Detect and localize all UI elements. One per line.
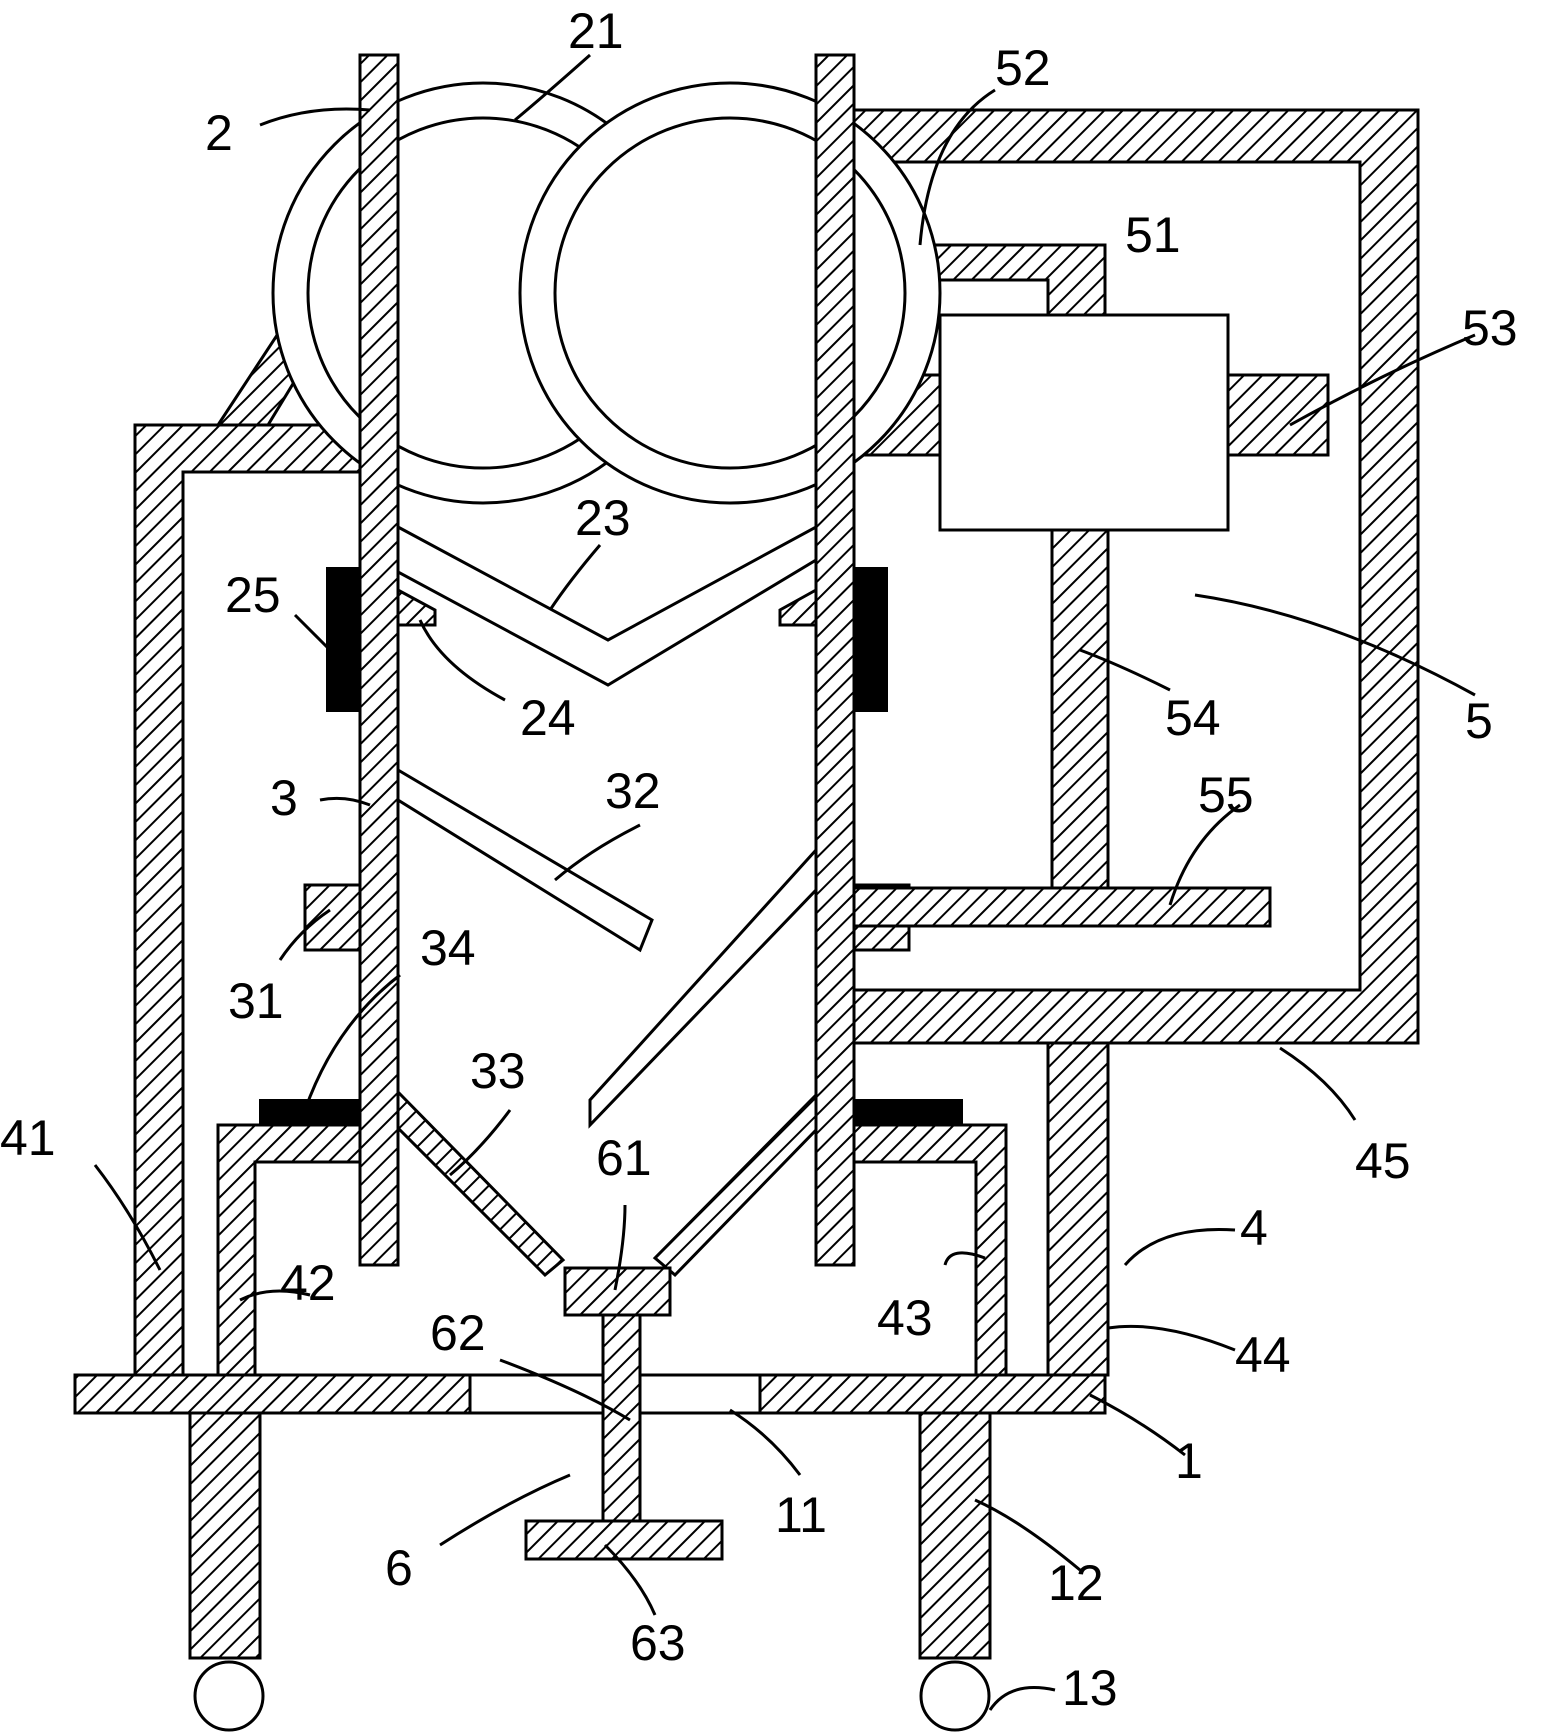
leader-24	[418, 619, 506, 702]
label-21: 21	[568, 3, 624, 59]
post-44	[1046, 1041, 1110, 1377]
gasket-34-left	[259, 1099, 361, 1126]
leader-44	[1107, 1324, 1236, 1352]
leader-53	[1289, 333, 1476, 427]
label-24: 24	[520, 690, 576, 746]
label-11: 11	[775, 1487, 827, 1543]
leader-52	[918, 88, 996, 246]
rod-62	[601, 1313, 642, 1523]
leader-54	[1079, 648, 1171, 692]
label-55: 55	[1198, 767, 1254, 823]
leader-12	[974, 1498, 1081, 1572]
leader-13	[988, 1686, 1056, 1711]
leader-45	[1279, 1046, 1357, 1121]
shaft-54	[1050, 528, 1110, 890]
leader-62	[499, 1358, 631, 1422]
leader-21	[514, 53, 591, 122]
leader-63	[603, 1543, 657, 1616]
label-43: 43	[877, 1290, 933, 1346]
leader-3	[319, 796, 371, 807]
base-plate-right	[758, 1373, 1107, 1415]
leader-42	[239, 1289, 311, 1302]
leg-right	[918, 1411, 992, 1660]
arm-55	[852, 886, 1272, 928]
label-62: 62	[430, 1305, 486, 1361]
bearing-24-left	[396, 587, 437, 627]
funnel-33-left	[396, 1088, 566, 1278]
leader-2	[259, 107, 371, 127]
leader-4	[1123, 1227, 1236, 1266]
leg-left	[188, 1411, 262, 1660]
plate-63	[524, 1519, 724, 1561]
leader-6	[439, 1473, 571, 1547]
label-25: 25	[225, 567, 281, 623]
support-42	[216, 1123, 362, 1377]
label-53: 53	[1462, 300, 1518, 356]
label-33: 33	[470, 1043, 526, 1099]
base-plate-left	[73, 1373, 472, 1415]
leader-31	[278, 908, 331, 961]
gasket-34-right	[853, 1099, 963, 1126]
seal-25-right	[853, 567, 888, 712]
bearing-24-right	[778, 587, 818, 627]
label-4: 4	[1240, 1200, 1268, 1256]
label-45: 45	[1355, 1133, 1411, 1189]
label-12: 12	[1048, 1555, 1104, 1611]
funnel-33-right	[652, 1091, 818, 1278]
mount-53-right	[1226, 373, 1330, 457]
leader-23	[548, 544, 602, 611]
label-52: 52	[995, 40, 1051, 96]
label-61: 61	[596, 1130, 652, 1186]
leader-32	[554, 823, 641, 882]
motor-51	[938, 313, 1230, 532]
shaft-left-front	[358, 53, 400, 1267]
leader-5	[1194, 593, 1476, 697]
label-63: 63	[630, 1615, 686, 1671]
leader-25	[293, 613, 332, 652]
leader-43	[943, 1251, 986, 1266]
label-31: 31	[228, 973, 284, 1029]
label-44: 44	[1235, 1327, 1291, 1383]
plate-34-incline	[588, 846, 818, 1129]
leader-55	[1168, 803, 1241, 906]
label-32: 32	[605, 763, 661, 819]
v-plate-23	[396, 524, 818, 687]
label-51: 51	[1125, 207, 1181, 263]
block-31-left	[303, 883, 362, 952]
label-54: 54	[1165, 690, 1221, 746]
leader-11	[729, 1408, 802, 1476]
label-1: 1	[1175, 1433, 1203, 1489]
wheel-right	[919, 1660, 991, 1732]
leader-34	[303, 973, 401, 1111]
leader-61	[613, 1204, 627, 1291]
shaft-right-front	[814, 53, 856, 1267]
seal-25-left	[326, 567, 361, 712]
leader-41	[93, 1164, 162, 1271]
label-5: 5	[1465, 693, 1493, 749]
label-41: 41	[0, 1110, 56, 1166]
leader-1	[1089, 1393, 1186, 1457]
label-23: 23	[575, 490, 631, 546]
label-42: 42	[280, 1255, 336, 1311]
leader-33	[449, 1109, 512, 1177]
label-2: 2	[205, 105, 233, 161]
wheel-left	[193, 1660, 265, 1732]
label-6: 6	[385, 1540, 413, 1596]
label-3: 3	[270, 770, 298, 826]
label-34: 34	[420, 920, 476, 976]
label-13: 13	[1062, 1660, 1118, 1716]
